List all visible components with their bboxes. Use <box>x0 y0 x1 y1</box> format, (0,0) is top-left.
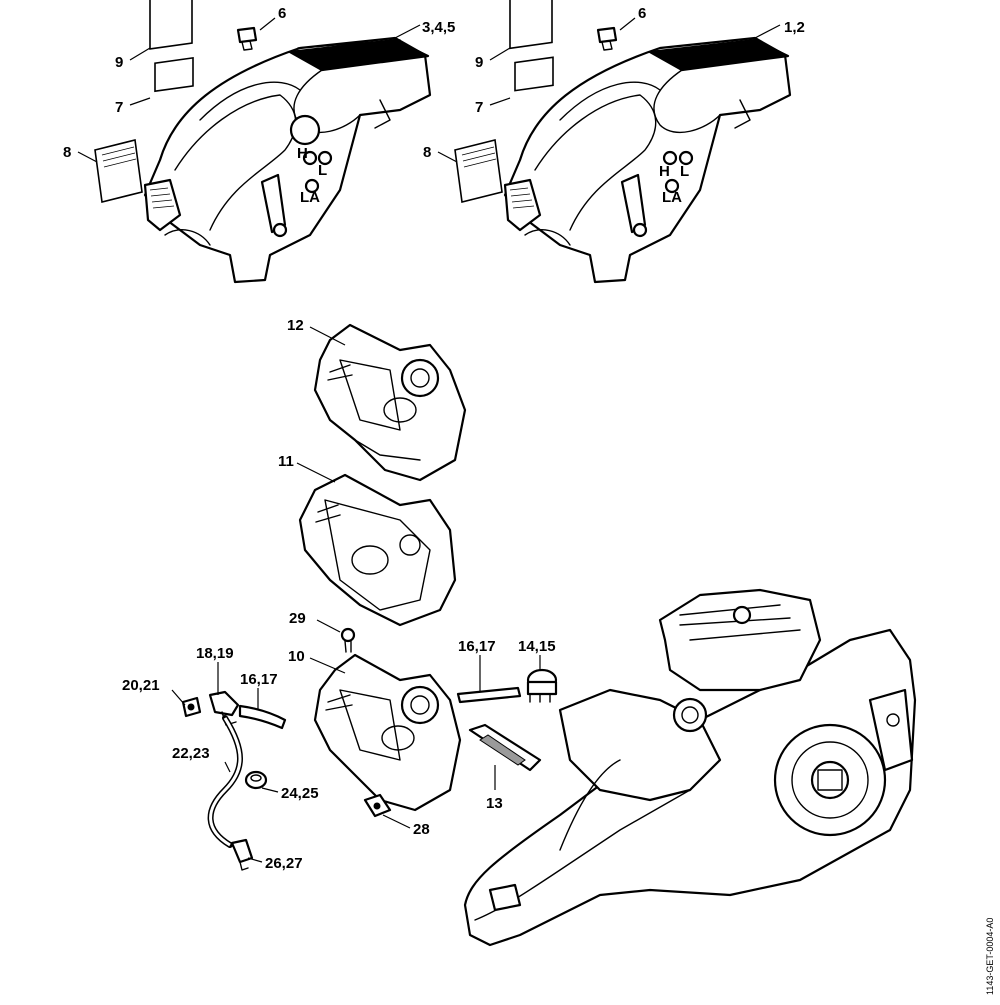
shroud-left-mark-la: LA <box>300 189 320 206</box>
callout-6-left: 6 <box>278 5 286 22</box>
callout-20-21: 20,21 <box>122 677 160 694</box>
grommet-24-25 <box>244 770 268 790</box>
callout-11: 11 <box>278 453 294 470</box>
label-7-right <box>514 56 554 92</box>
callout-22-23: 22,23 <box>172 745 210 762</box>
callout-7-left: 7 <box>115 99 123 116</box>
hose-22-23 <box>207 715 243 848</box>
callout-26-27: 26,27 <box>265 855 303 872</box>
callouts: 3,4,5 1,2 6 6 9 9 7 7 8 8 12 11 29 10 18… <box>63 5 805 872</box>
shroud-left: H L LA <box>143 36 432 284</box>
screw-6-right <box>596 26 618 51</box>
primer-bulb-14-15 <box>526 668 558 703</box>
shroud-left-mark-l: L <box>318 162 327 179</box>
shroud-right: H L LA <box>503 36 792 284</box>
fitting-26-27 <box>230 838 254 871</box>
label-8-left <box>94 139 143 203</box>
callout-1-2: 1,2 <box>784 19 805 36</box>
callout-8-left: 8 <box>63 144 71 161</box>
callout-3-4-5: 3,4,5 <box>422 19 455 36</box>
label-9-right <box>509 0 553 50</box>
shroud-left-mark-h: H <box>297 145 308 162</box>
callout-16-17-left: 16,17 <box>240 671 278 688</box>
carb-box-12 <box>313 323 467 482</box>
plate-13 <box>468 723 542 772</box>
hose-16-17-left <box>238 704 287 730</box>
callout-18-19: 18,19 <box>196 645 234 662</box>
shroud-right-mark-l: L <box>680 163 689 180</box>
callout-28: 28 <box>413 821 430 838</box>
chainsaw-body <box>463 588 917 947</box>
grommet-28 <box>363 793 392 818</box>
document-id: 1143-GET-0004-A0 <box>985 918 995 995</box>
leader-lines <box>77 17 781 863</box>
tube-16-17-right <box>456 686 522 704</box>
callout-6-right: 6 <box>638 5 646 22</box>
callout-29: 29 <box>289 610 306 627</box>
callout-10: 10 <box>288 648 305 665</box>
callout-9-left: 9 <box>115 54 123 71</box>
shroud-right-mark-h: H <box>659 163 670 180</box>
carb-box-10 <box>313 653 462 812</box>
callout-24-25: 24,25 <box>281 785 319 802</box>
callout-9-right: 9 <box>475 54 483 71</box>
plug-20-21 <box>181 696 202 718</box>
label-9-left <box>149 0 193 50</box>
screw-29 <box>340 627 356 653</box>
callout-7-right: 7 <box>475 99 483 116</box>
label-8-right <box>454 139 503 203</box>
carb-box-11 <box>298 473 457 627</box>
screw-6-left <box>236 26 258 51</box>
shroud-right-mark-la: LA <box>662 189 682 206</box>
callout-8-right: 8 <box>423 144 431 161</box>
callout-14-15: 14,15 <box>518 638 556 655</box>
callout-16-17-right: 16,17 <box>458 638 496 655</box>
label-7-left <box>154 56 194 93</box>
callout-13: 13 <box>486 795 503 812</box>
callout-12: 12 <box>287 317 304 334</box>
